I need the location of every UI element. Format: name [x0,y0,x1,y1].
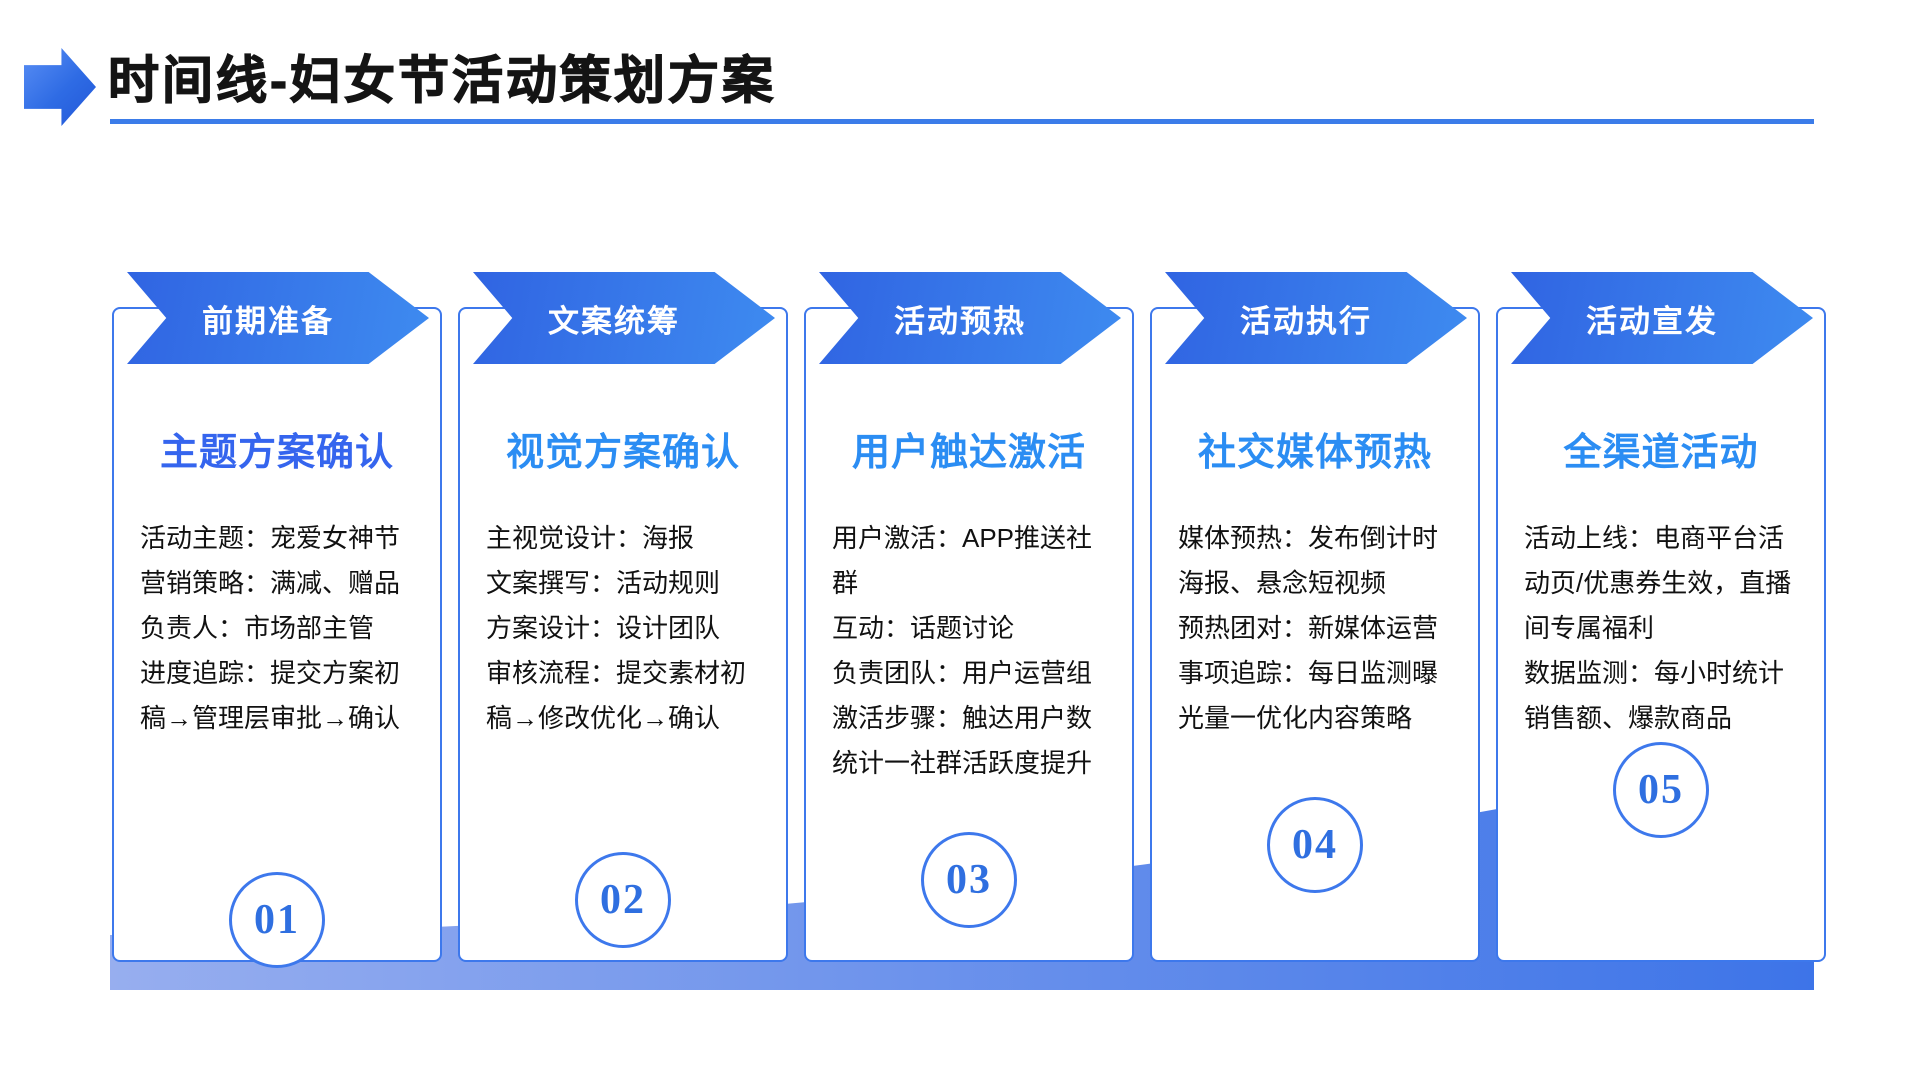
detail-item: 进度追踪：提交方案初稿→管理层审批→确认 [140,658,401,733]
page-title: 时间线-妇女节活动策划方案 [107,51,776,109]
detail-item: 方案设计：设计团队 [486,613,721,643]
phase-subtitle: 视觉方案确认 [505,432,740,474]
step-number: 05 [1638,767,1684,813]
title-underline [110,119,1814,124]
detail-item: 预热团对：新媒体运营 [1178,613,1439,643]
step-circle: 02 [575,852,671,948]
step-number: 02 [600,877,646,923]
phase-subtitle: 全渠道活动 [1563,432,1759,474]
detail-item: 媒体预热：发布倒计时海报、悬念短视频 [1178,523,1439,598]
phase-banner: 文案统筹 [473,272,775,364]
step-circle: 01 [229,872,325,968]
phase-banner-label: 活动宣发 [1586,303,1718,339]
step-circle: 04 [1267,797,1363,893]
phase-subtitle: 主题方案确认 [159,432,394,474]
phase-details: 活动上线：电商平台活动页/优惠券生效，直播间专属福利 数据监测：每小时统计销售额… [1498,516,1824,741]
detail-item: 负责团队：用户运营组 [832,658,1093,688]
detail-item: 事项追踪：每日监测曝光量一优化内容策略 [1178,658,1439,733]
detail-item: 营销策略：满减、赠品 [140,568,401,598]
detail-item: 活动主题：宠爱女神节 [140,523,401,553]
phase-card: 前期准备 主题方案确认 活动主题：宠爱女神节 营销策略：满减、赠品 负责人：市场… [112,272,442,962]
phase-banner-label: 前期准备 [202,303,334,339]
detail-item: 用户激活：APP推送社群 [832,523,1093,598]
phase-details: 用户激活：APP推送社群 互动：话题讨论 负责团队：用户运营组 激活步骤：触达用… [806,516,1132,786]
step-number: 03 [946,857,992,903]
phase-card: 活动宣发 全渠道活动 活动上线：电商平台活动页/优惠券生效，直播间专属福利 数据… [1496,272,1826,962]
phase-details: 媒体预热：发布倒计时海报、悬念短视频 预热团对：新媒体运营 事项追踪：每日监测曝… [1152,516,1478,741]
detail-item: 主视觉设计：海报 [486,523,695,553]
phase-banner: 活动执行 [1165,272,1467,364]
phase-details: 活动主题：宠爱女神节 营销策略：满减、赠品 负责人：市场部主管 进度追踪：提交方… [114,516,440,741]
title-arrow-icon [24,48,96,126]
phase-details: 主视觉设计：海报 文案撰写：活动规则 方案设计：设计团队 审核流程：提交素材初稿… [460,516,786,741]
step-number: 01 [254,897,300,943]
phase-banner-label: 文案统筹 [548,303,680,339]
phase-subtitle: 社交媒体预热 [1197,432,1432,474]
detail-item: 活动上线：电商平台活动页/优惠券生效，直播间专属福利 [1524,523,1792,643]
phase-card: 活动执行 社交媒体预热 媒体预热：发布倒计时海报、悬念短视频 预热团对：新媒体运… [1150,272,1480,962]
step-circle: 03 [921,832,1017,928]
detail-item: 审核流程：提交素材初稿→修改优化→确认 [486,658,747,733]
detail-item: 激活步骤：触达用户数统计一社群活跃度提升 [832,703,1093,778]
phase-subtitle: 用户触达激活 [851,432,1086,474]
detail-item: 数据监测：每小时统计销售额、爆款商品 [1524,658,1785,733]
step-circle: 05 [1613,742,1709,838]
phase-banner: 活动宣发 [1511,272,1813,364]
detail-item: 文案撰写：活动规则 [486,568,721,598]
phase-banner: 活动预热 [819,272,1121,364]
detail-item: 负责人：市场部主管 [140,613,375,643]
step-number: 04 [1292,822,1338,868]
phase-banner-label: 活动执行 [1240,303,1372,339]
phase-banner-label: 活动预热 [894,303,1026,339]
detail-item: 互动：话题讨论 [832,613,1015,643]
phase-banner: 前期准备 [127,272,429,364]
